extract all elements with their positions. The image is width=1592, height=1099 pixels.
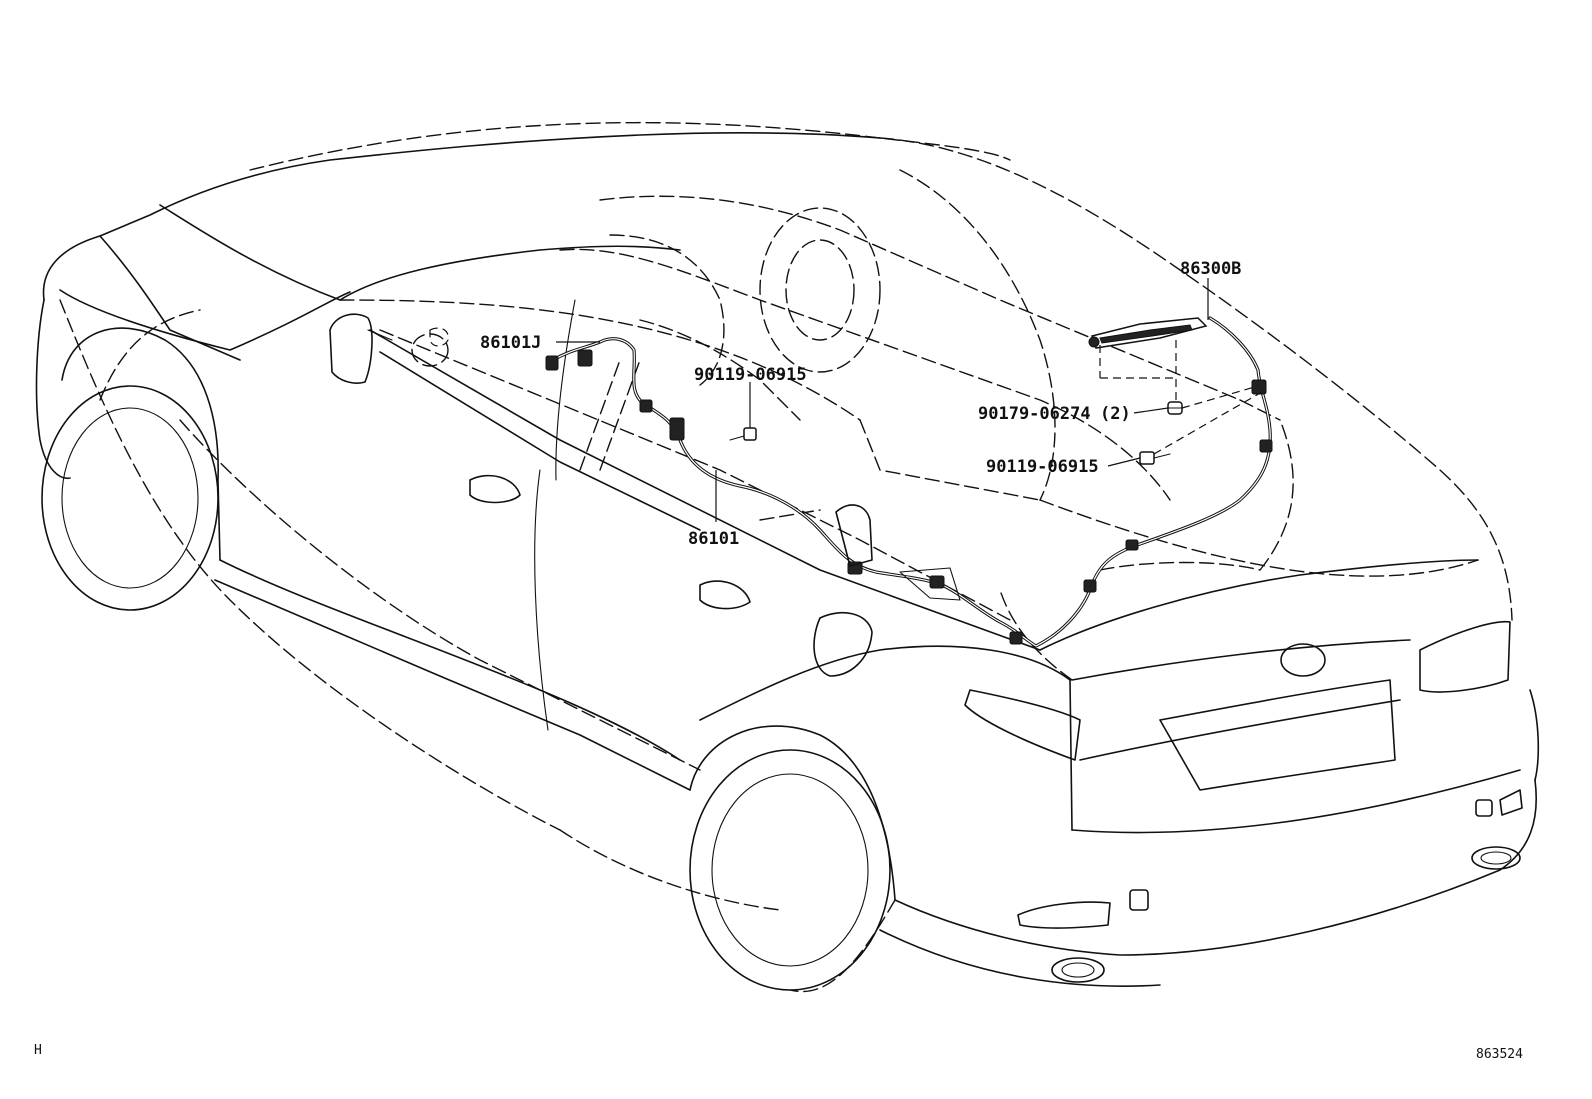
callout-nut-qty: (2) <box>1100 404 1131 424</box>
bolt-upper-part <box>729 427 757 441</box>
figure-number: 863524 <box>1476 1047 1523 1062</box>
callout-antenna-assembly: 86300B <box>1180 259 1241 279</box>
footer-left-code: H <box>34 1043 42 1058</box>
callout-nut: 90179-06274 <box>978 404 1091 424</box>
vehicle-body-outline <box>35 132 1540 991</box>
vehicle-hidden-lines <box>59 121 1513 993</box>
antenna-assembly-part <box>1088 317 1208 349</box>
leader-lines <box>556 278 1263 522</box>
antenna-cord-wire <box>545 316 1273 648</box>
callout-bolt-upper: 90119-06915 <box>694 365 807 385</box>
callout-cord: 86101 <box>688 529 739 549</box>
nut-part <box>1167 401 1183 415</box>
callout-bolt-lower: 90119-06915 <box>986 457 1099 477</box>
bolt-lower-part <box>1139 451 1171 465</box>
callout-front-cord: 86101J <box>480 333 541 353</box>
